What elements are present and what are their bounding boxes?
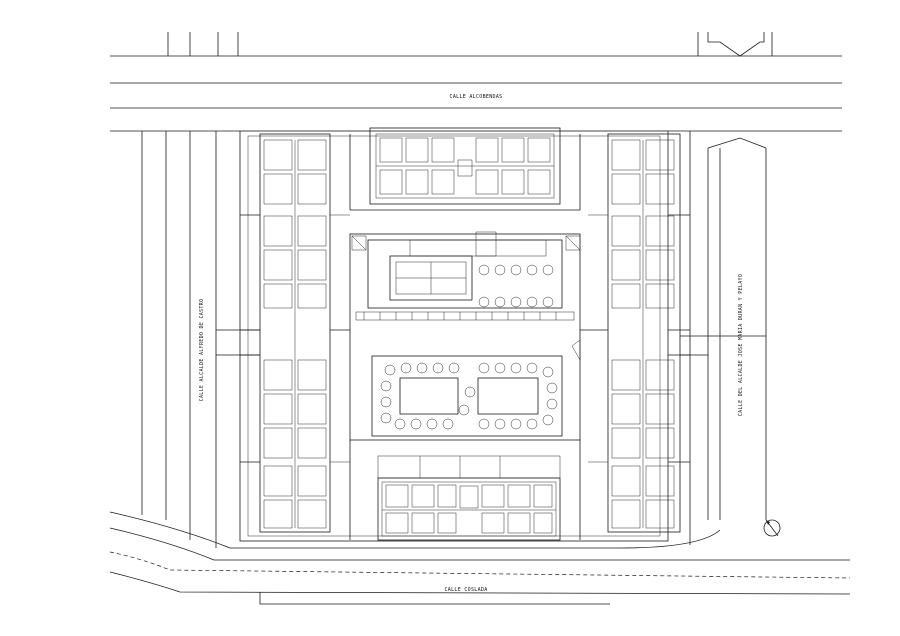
lower-seating <box>380 362 558 430</box>
north-street-lines <box>110 32 842 132</box>
pool-right <box>477 377 539 415</box>
south-building <box>349 440 581 541</box>
passages <box>216 329 708 356</box>
street-label-south: CALLE COSLADA <box>444 587 487 593</box>
street-label-east: CALLE DEL ALCALDE JOSE MARIA DURAN Y PEL… <box>738 274 744 416</box>
east-street-lines <box>689 131 767 545</box>
street-label-north: CALLE ALCOBENDAS <box>450 94 503 100</box>
street-label-west: CALLE ALCALDE ALFREDO DE CASTRO <box>199 299 205 402</box>
central-courtyard <box>349 231 581 441</box>
south-street-lines <box>109 511 851 605</box>
north-building <box>349 127 581 211</box>
west-street-lines <box>141 131 217 548</box>
pool-left <box>399 377 459 415</box>
north-arrow-icon <box>763 519 781 537</box>
west-building-wing <box>240 133 350 533</box>
east-building-wing <box>588 133 690 533</box>
upper-seating <box>478 264 554 308</box>
